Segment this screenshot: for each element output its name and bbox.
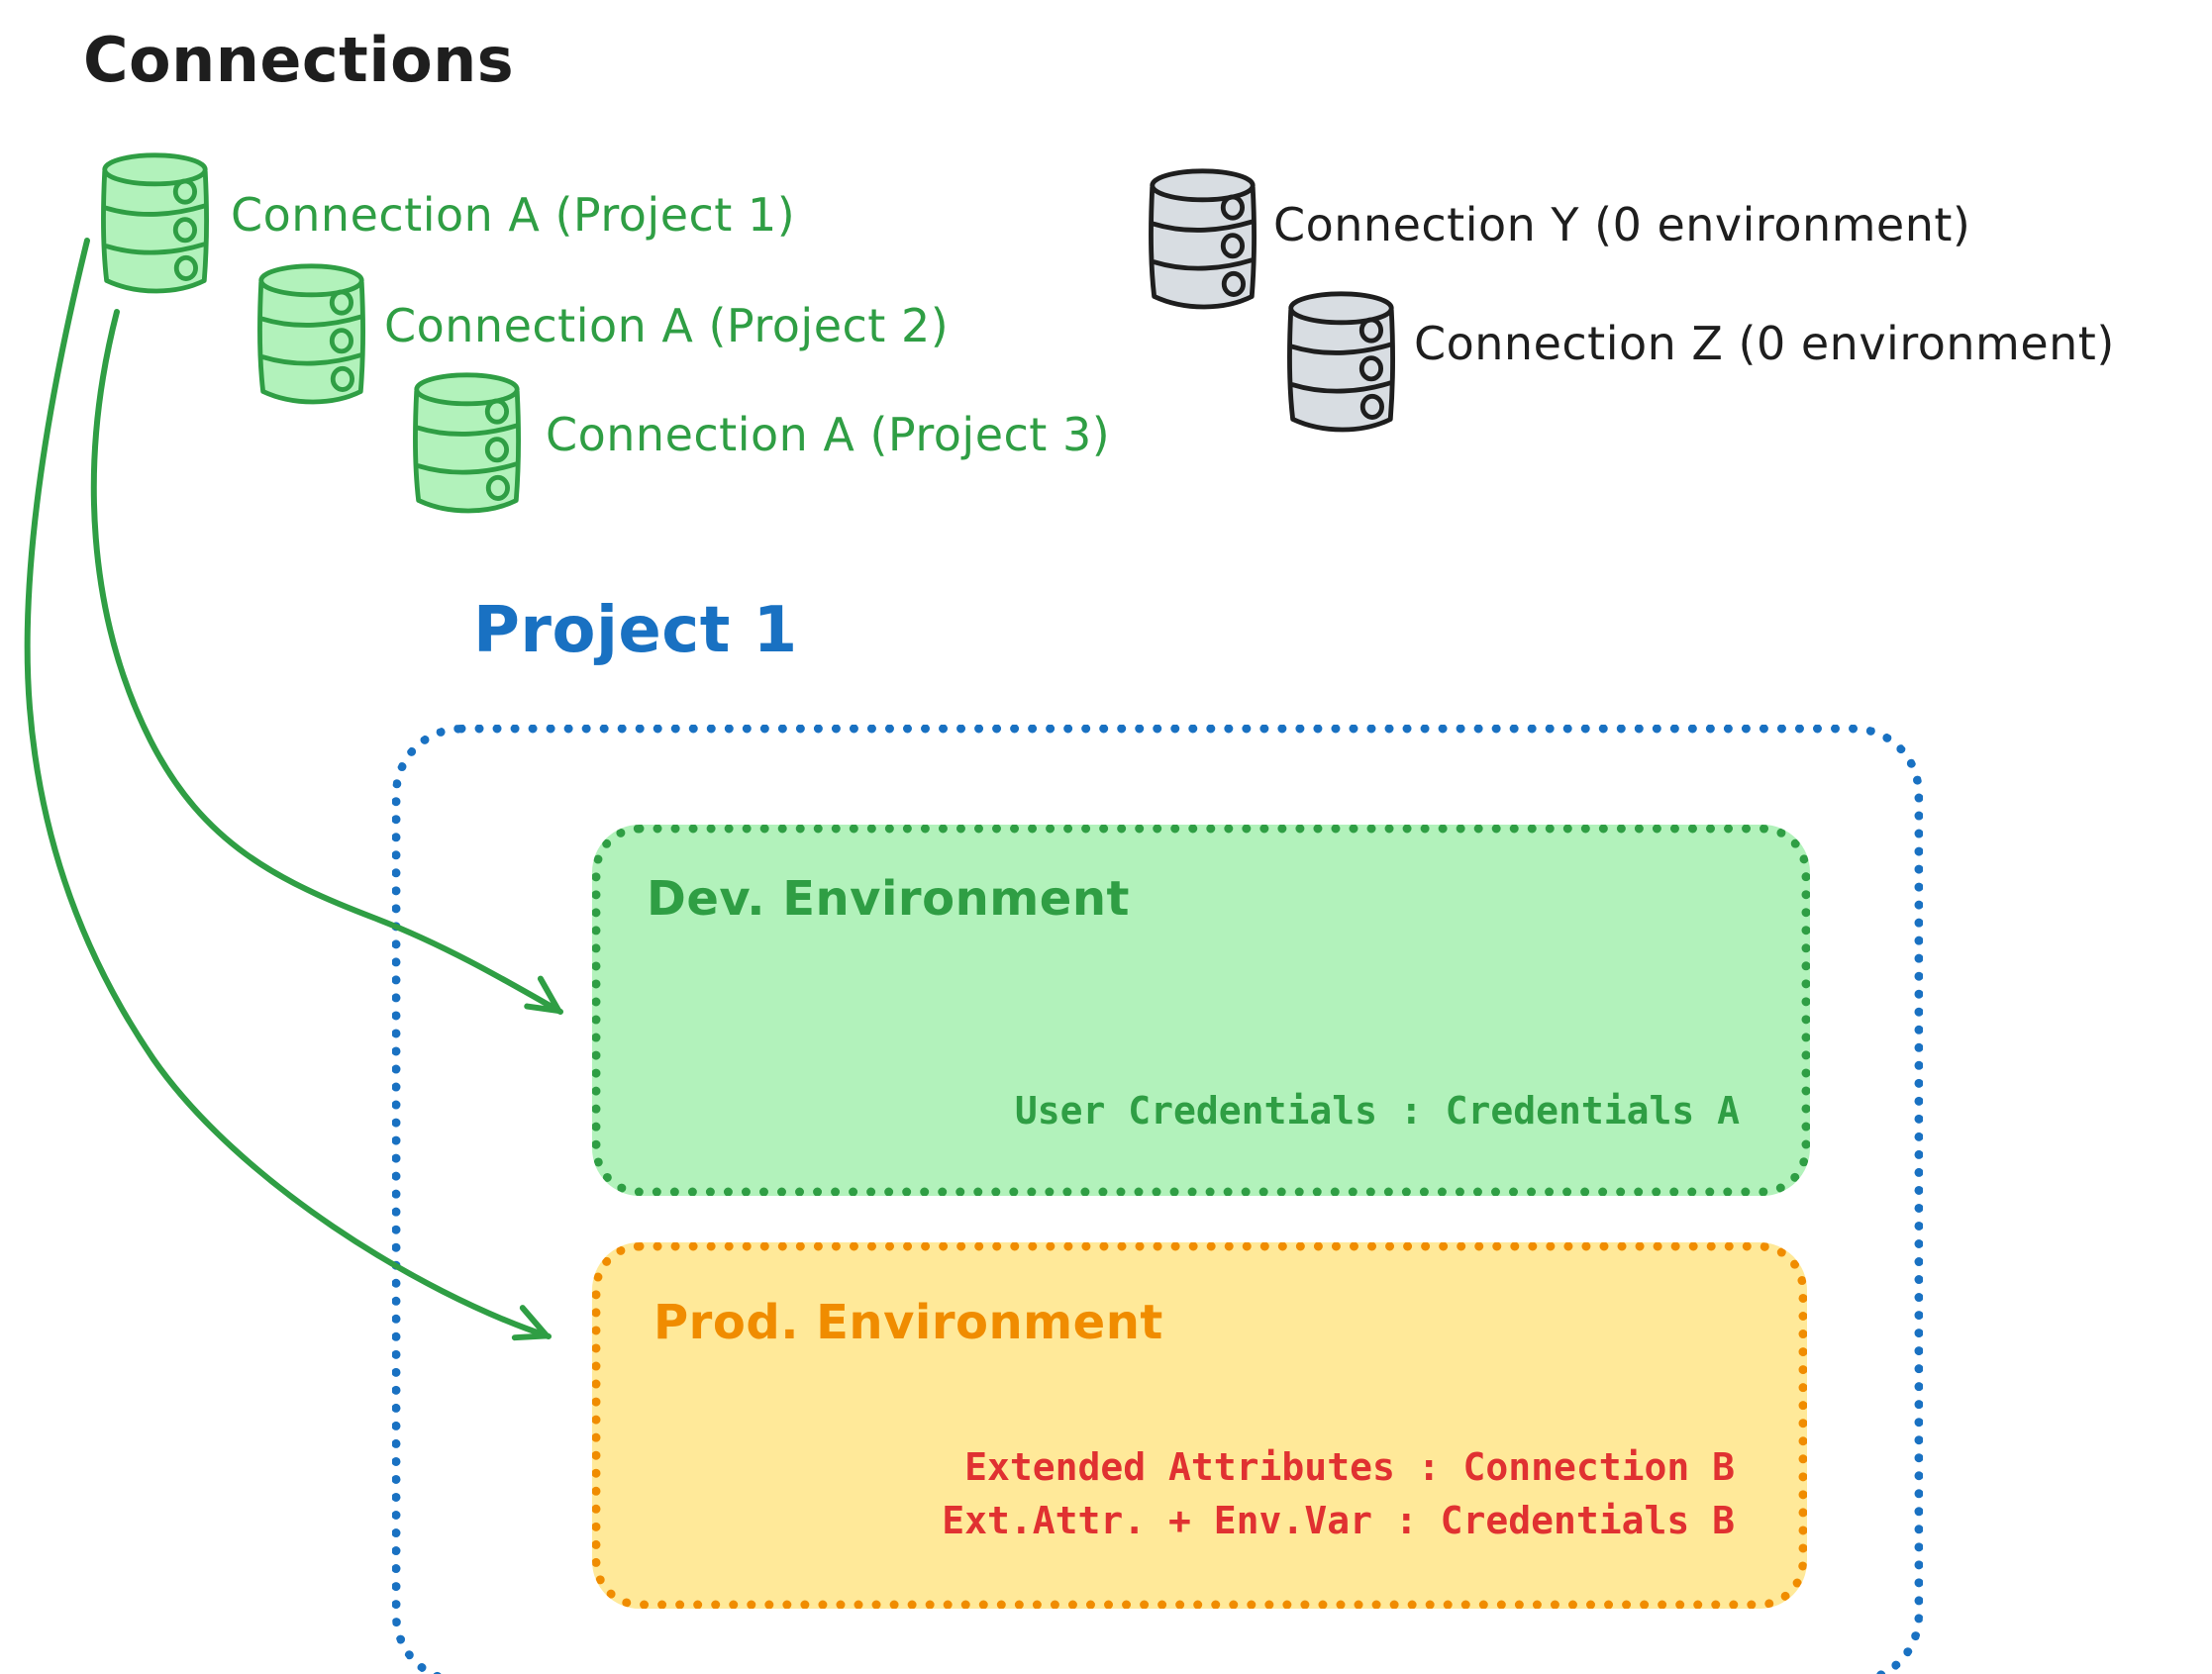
database-icon-connection-a-project3 (415, 374, 519, 511)
database-icon-connection-a-project2 (259, 265, 363, 402)
prod-environment-box (592, 1242, 1807, 1609)
prod-mapping-line-1: Extended Attributes : Connection B (964, 1445, 1735, 1489)
database-icon-connection-a-project1 (103, 154, 207, 291)
dev-environment-label: Dev. Environment (647, 871, 1130, 927)
connection-y-label: Connection Y (0 environment) (1273, 198, 1971, 251)
project-title: Project 1 (473, 594, 798, 667)
database-icon-connection-y (1151, 170, 1255, 307)
dev-environment-mapping: User Credentials : Credentials A (1014, 1089, 1740, 1132)
connection-a-project1-label: Connection A (Project 1) (231, 188, 796, 242)
database-icon-connection-z (1289, 293, 1393, 430)
diagram-title: Connections (83, 24, 515, 96)
prod-environment-mapping: Extended Attributes : Connection B Ext.A… (942, 1440, 1735, 1547)
dev-environment-box (592, 825, 1810, 1196)
connection-z-label: Connection Z (0 environment) (1414, 317, 2115, 370)
prod-environment-label: Prod. Environment (654, 1295, 1163, 1350)
prod-mapping-line-2: Ext.Attr. + Env.Var : Credentials B (942, 1499, 1735, 1542)
connection-a-project3-label: Connection A (Project 3) (546, 408, 1111, 461)
connection-a-project2-label: Connection A (Project 2) (384, 299, 950, 352)
